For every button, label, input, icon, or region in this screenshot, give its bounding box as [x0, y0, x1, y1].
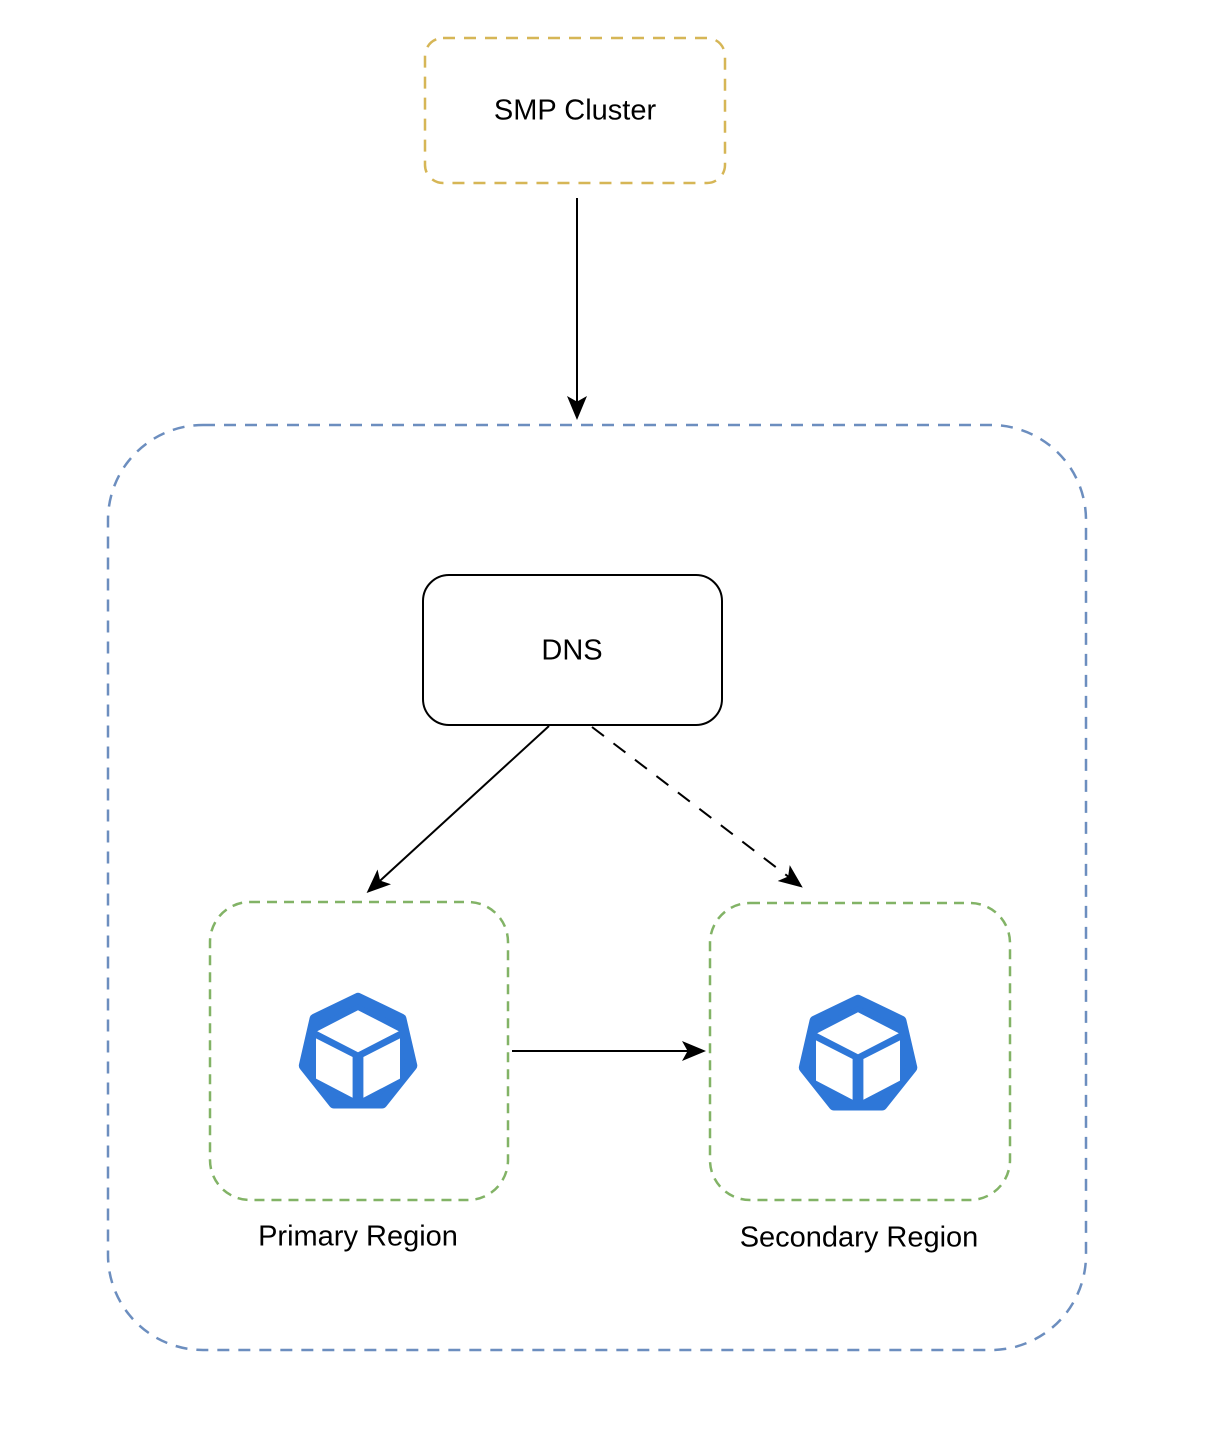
dns-box	[422, 574, 723, 726]
edge-dns-to-primary	[366, 725, 550, 894]
primary-region-box	[208, 900, 510, 1202]
workload-cube-icon	[798, 994, 918, 1111]
outer-container-box	[106, 423, 1088, 1352]
dns-label: DNS	[541, 634, 603, 667]
edge-dns-to-secondary	[591, 726, 803, 888]
primary-region-label: Primary Region	[258, 1220, 458, 1253]
secondary-region-box	[708, 901, 1012, 1202]
secondary-region-label: Secondary Region	[739, 1221, 979, 1254]
workload-cube-icon	[298, 992, 418, 1109]
smp-cluster-label: SMP Cluster	[493, 94, 657, 127]
smp-cluster-box	[423, 36, 727, 185]
